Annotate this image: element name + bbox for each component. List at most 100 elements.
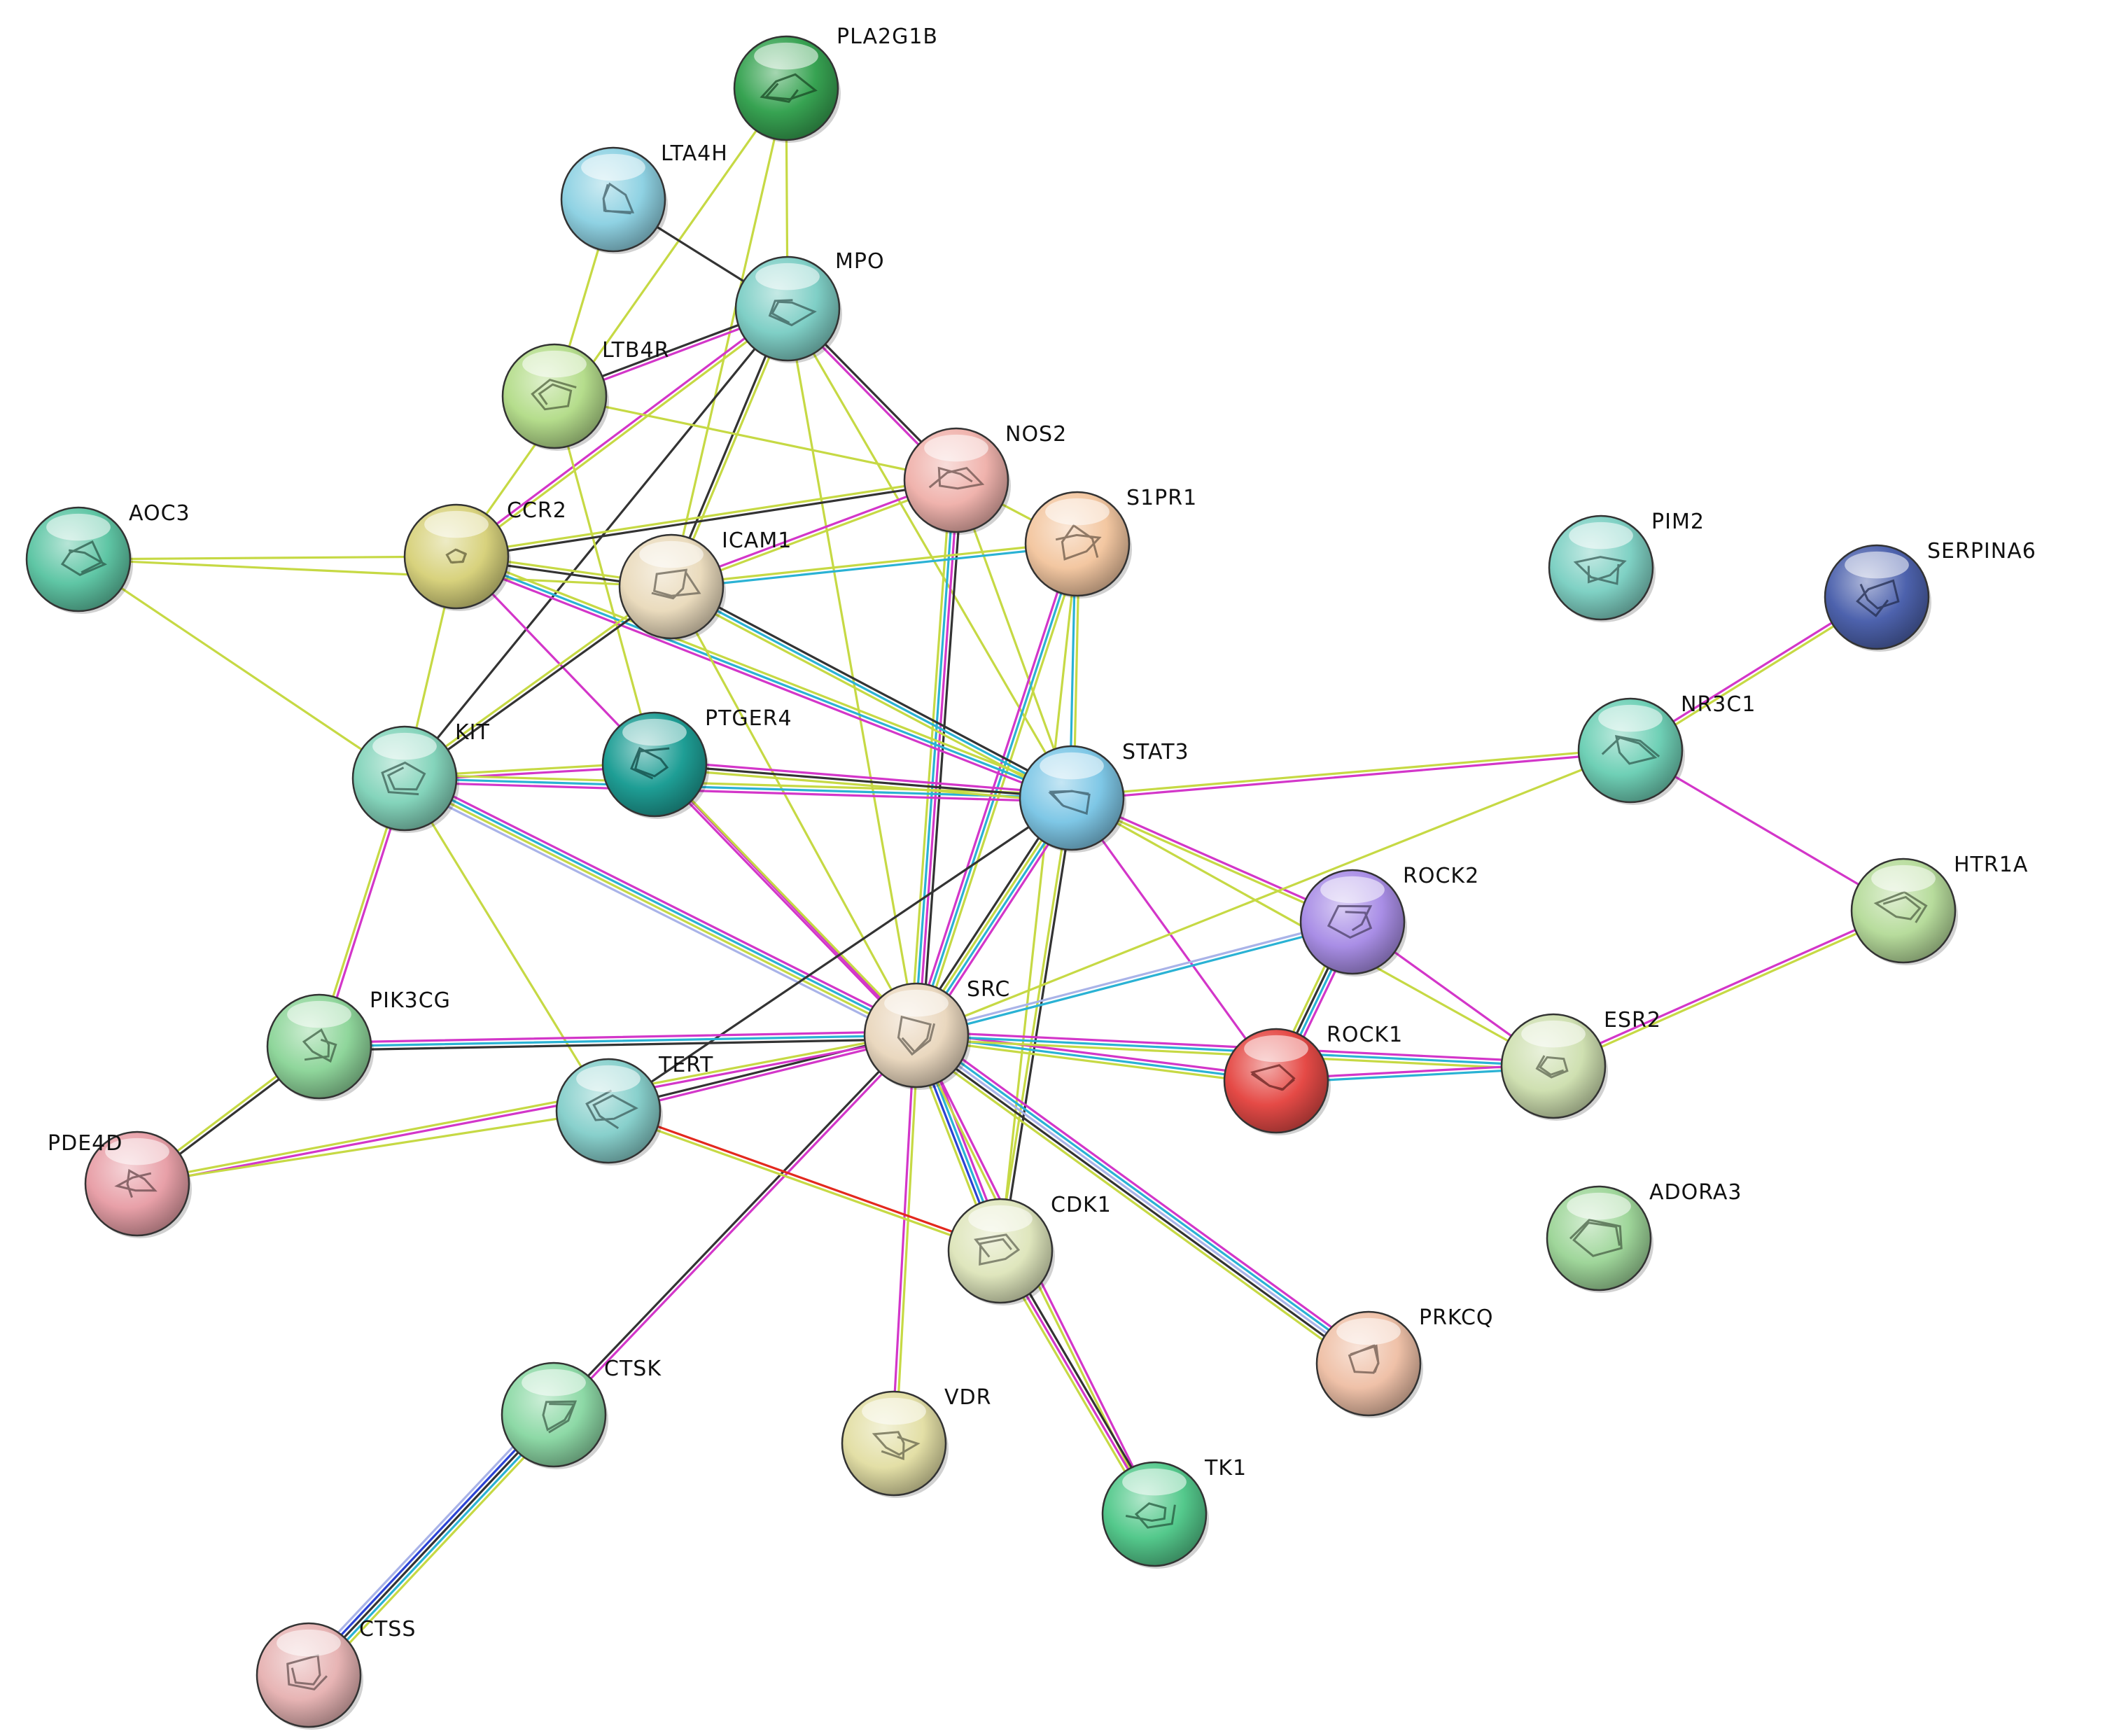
edge-strand-databases	[915, 542, 1079, 1037]
protein-structure-icon	[1250, 1064, 1296, 1091]
node-label: SERPINA6	[1927, 539, 2036, 564]
edge-strand-textmining	[456, 552, 1075, 796]
node-serpina6[interactable]: SERPINA6	[1824, 539, 2036, 652]
node-label: VDR	[944, 1385, 991, 1410]
edge-aoc3-icam1	[77, 558, 673, 588]
node-rim	[1577, 697, 1684, 804]
edge-icam1-kit	[402, 584, 674, 781]
edge-ltb4r-nos2	[553, 395, 958, 482]
node-label: NR3C1	[1681, 692, 1756, 717]
node-lta4h[interactable]: LTA4H	[560, 141, 728, 254]
edge-strand-textmining	[668, 589, 1072, 803]
node-rim	[1850, 858, 1957, 964]
edge-strand-textmining	[402, 584, 671, 778]
edge-strand-experiments	[653, 759, 1074, 796]
node-gloss	[884, 989, 949, 1017]
node-label: PIM2	[1651, 510, 1705, 534]
edge-strand-textmining	[77, 555, 458, 561]
node-rim	[25, 506, 132, 612]
node-ltb4r[interactable]: LTB4R	[501, 338, 669, 451]
node-nr3c1[interactable]: NR3C1	[1577, 692, 1756, 805]
node-mpo[interactable]: MPO	[734, 249, 885, 363]
node-tk1[interactable]: TK1	[1101, 1456, 1247, 1569]
protein-structure-icon	[651, 568, 701, 600]
edge-strand-textmining	[136, 1110, 610, 1185]
edge-strand-experiments	[403, 780, 1073, 804]
edge-pla2g1b-icam1	[670, 87, 788, 588]
node-gloss	[277, 1629, 341, 1657]
protein-structure-icon	[974, 1233, 1021, 1266]
node-src[interactable]: SRC	[863, 977, 1010, 1090]
edge-nr3c1-src	[915, 749, 1632, 1037]
edge-strand-experiments	[652, 764, 916, 1038]
node-gloss	[862, 1397, 926, 1425]
node-esr2[interactable]: ESR2	[1500, 1008, 1661, 1121]
node-adora3[interactable]: ADORA3	[1546, 1180, 1742, 1293]
node-pik3cg[interactable]: PIK3CG	[266, 988, 451, 1101]
node-rim	[947, 1198, 1054, 1304]
node-pim2[interactable]: PIM2	[1548, 510, 1705, 622]
node-cdk1[interactable]: CDK1	[947, 1193, 1112, 1306]
edge-strand-textmining	[652, 766, 1073, 804]
edge-strand-experiments	[1629, 749, 1905, 912]
node-ccr2[interactable]: CCR2	[403, 498, 567, 611]
edge-strand-textmining	[786, 307, 918, 1037]
protein-structure-icon	[768, 299, 817, 327]
edge-strand-textmining	[403, 773, 1073, 796]
protein-structure-icon	[445, 548, 468, 564]
node-gloss	[522, 1368, 586, 1396]
node-pla2g1b[interactable]: PLA2G1B	[733, 24, 938, 143]
edge-strand-experiments	[917, 479, 960, 1037]
edge-strand-textmining	[670, 540, 1079, 586]
edge-strand-coexpression	[318, 1037, 918, 1052]
node-nos2[interactable]: NOS2	[903, 422, 1067, 535]
node-aoc3[interactable]: AOC3	[25, 501, 190, 614]
node-vdr[interactable]: VDR	[841, 1385, 991, 1498]
node-ctss[interactable]: CTSS	[256, 1617, 416, 1730]
node-ptger4[interactable]: PTGER4	[601, 706, 792, 819]
node-rim	[1101, 1461, 1208, 1567]
edge-stat3-cdk1	[997, 796, 1075, 1253]
edge-strand-experiments	[406, 772, 921, 1032]
edge-ctsk-ctss	[302, 1408, 561, 1682]
edge-strand-textmining	[895, 1034, 920, 1445]
node-rim	[903, 427, 1009, 533]
protein-structure-icon	[381, 761, 426, 796]
node-ctsk[interactable]: CTSK	[501, 1357, 662, 1469]
node-prkcq[interactable]: PRKCQ	[1315, 1306, 1494, 1418]
node-s1pr1[interactable]: S1PR1	[1024, 486, 1197, 598]
node-label: TERT	[658, 1053, 713, 1077]
node-rock1[interactable]: ROCK1	[1223, 1023, 1403, 1135]
edge-strand-databases	[403, 777, 1073, 799]
node-rim	[601, 711, 708, 818]
node-rim	[501, 343, 608, 449]
edge-tert-cdk1	[606, 1107, 1002, 1254]
protein-structure-icon	[1125, 1502, 1176, 1529]
node-gloss	[968, 1205, 1033, 1233]
edge-strand-databases	[916, 923, 1355, 1039]
node-stat3[interactable]: STAT3	[1019, 740, 1189, 853]
node-kit[interactable]: KIT	[351, 720, 490, 833]
node-gloss	[522, 350, 587, 378]
edge-strand-coexpression	[913, 1037, 1368, 1368]
edge-strand-textmining	[553, 395, 958, 482]
edge-strand-textmining	[456, 309, 790, 559]
node-rim	[555, 1058, 662, 1164]
edge-strand-textmining	[918, 544, 1082, 1038]
protein-structure-icon	[585, 1089, 638, 1129]
node-gloss	[1040, 752, 1104, 780]
node-rim	[560, 146, 666, 253]
node-icam1[interactable]: ICAM1	[618, 528, 792, 641]
edge-strand-experiments	[136, 1036, 918, 1187]
edge-src-vdr	[890, 1034, 920, 1445]
node-tert[interactable]: TERT	[555, 1053, 713, 1166]
node-pde4d[interactable]: PDE4D	[48, 1130, 192, 1238]
node-htr1a[interactable]: HTR1A	[1850, 853, 2028, 965]
protein-structure-icon	[1573, 556, 1627, 585]
protein-structure-icon	[1601, 735, 1660, 765]
node-rock2[interactable]: ROCK2	[1299, 864, 1479, 976]
protein-structure-icon	[1055, 524, 1102, 561]
edge-strand-experiments	[318, 1030, 918, 1044]
protein-structure-icon	[928, 466, 985, 490]
